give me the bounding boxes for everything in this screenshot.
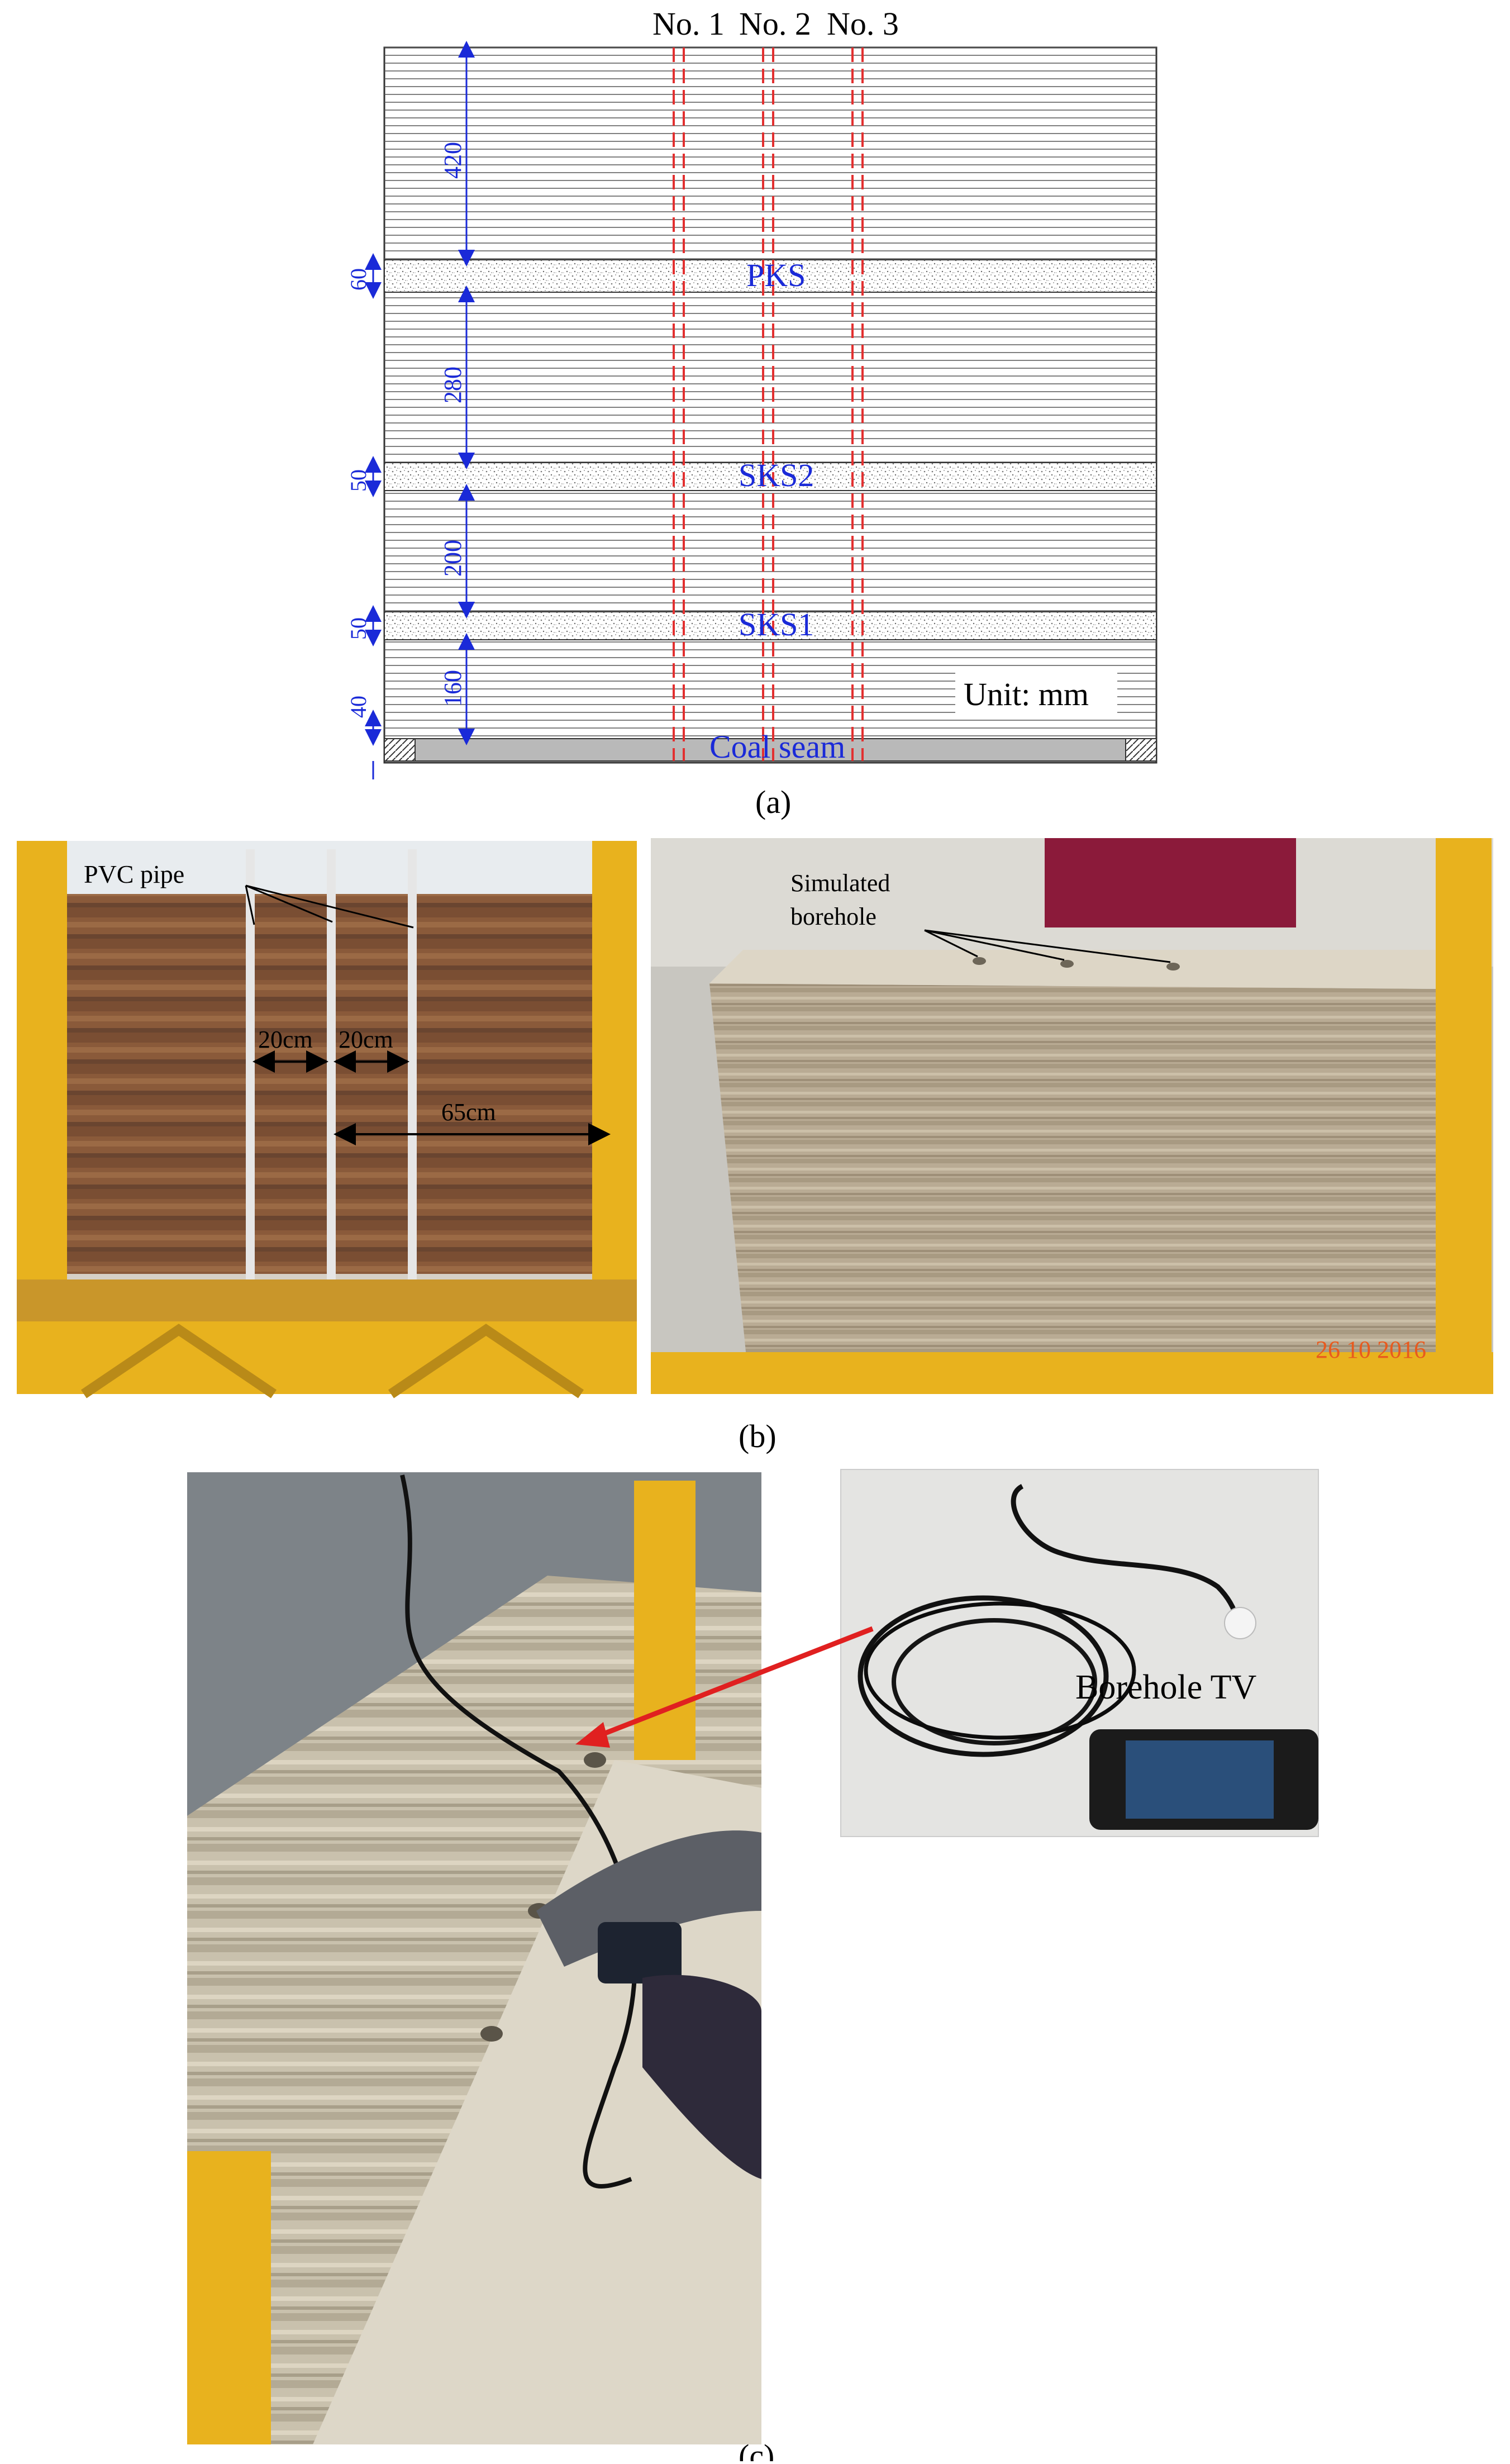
date-stamp: 26 10 2016 [1316,1336,1426,1363]
borehole-label-line-1: Simulated [790,869,890,897]
dim-value-50-upper: 50 [346,469,371,492]
unit-box [955,669,1117,715]
borehole-tv-label: Borehole TV [1075,1668,1257,1706]
borehole-label-2: No. 2 [739,6,811,42]
red-arrow-shaft [585,1626,874,1743]
dim-value-60: 60 [346,268,371,291]
frame-post-top [634,1481,696,1760]
dim-value-40: 40 [346,696,371,718]
operator-arm [536,1830,761,1967]
sks1-layer [384,611,1157,640]
spacing-label-2: 20cm [339,1026,393,1053]
pks-label: PKS [746,257,806,293]
pvc-pipe-1 [246,849,255,1279]
pvc-pipe-label: PVC pipe [84,860,184,888]
borehole-hole-3 [480,2026,503,2042]
photo-borehole-tv-device: Borehole TV [840,1469,1319,1837]
operator-body [642,1975,761,2179]
camera-probe-cable [1011,1483,1240,1621]
borehole-label-3: No. 3 [827,6,899,42]
coal-seam-label: Coal seam [709,729,845,765]
caption-b: (b) [739,1418,777,1454]
frame-base [651,1352,1493,1394]
smartphone-screen [1126,1740,1274,1819]
spacing-label-1: 20cm [258,1026,313,1053]
coal-seam-layer [384,738,1157,762]
frame-base-beam [17,1279,637,1321]
left-pillar-hatch [384,738,416,762]
camera-cable [400,1474,637,2189]
borehole-lines [673,47,864,761]
caption-a: (a) [755,784,791,820]
pvc-pipe-3 [408,849,417,1279]
dim-value-420: 420 [439,142,466,179]
panel-b-photos: PVC pipe 20cm 20cm 65cm [17,838,1493,1454]
borehole-hole-3 [1166,963,1180,971]
dim-value-280: 280 [439,367,466,403]
borehole-hole-2 [1060,960,1074,968]
borehole-hole-1 [973,957,986,965]
borehole-label-line-2: borehole [790,903,877,930]
cable-coil-3 [864,1601,1136,1740]
sks1-label: SKS1 [739,606,814,643]
sks2-label: SKS2 [739,457,814,493]
frame-truss [80,1324,584,1399]
dim-value-50-lower: 50 [346,617,371,640]
cable-coil-1 [858,1595,1109,1757]
borehole-label-1: No. 1 [652,6,725,42]
frame-base [17,1321,637,1394]
caption-c: (c) [739,2438,774,2461]
red-arrow-head [575,1722,610,1748]
pvc-pipe-2 [327,849,336,1279]
spacing-label-3: 65cm [441,1098,496,1126]
photo-simulated-boreholes: Simulated borehole 26 10 2016 [651,838,1493,1394]
unit-label: Unit: mm [964,676,1089,712]
camera-lens-light [1224,1607,1256,1639]
borehole-leader-lines [924,929,1171,963]
dim-value-160: 160 [439,670,466,707]
model-frame [383,46,1157,764]
photo-pvc-model: PVC pipe 20cm 20cm 65cm [17,841,637,1399]
pvc-leader-lines [245,884,414,929]
panel-c-photos: Borehole TV (c) [187,1469,1319,2464]
right-pillar-hatch [1125,738,1157,762]
dim-value-200: 200 [439,540,466,577]
photo-borehole-observation [187,1472,761,2444]
rock-model-top [709,950,1447,989]
dimension-arrows [365,41,475,779]
strata-block [67,894,609,1274]
frame-post-right [1436,838,1492,1394]
frame-post-bottom [187,2151,271,2444]
sks2-layer [384,462,1157,491]
phone-in-hand [598,1922,682,1983]
cable-coil-2 [892,1618,1097,1745]
pks-layer [384,259,1157,293]
background-cabinet [1045,838,1296,927]
rock-model-front [709,983,1441,1380]
borehole-hole-1 [584,1752,606,1768]
panel-a-schematic: Unit: mm No. 1 No. 2 No. 3 PKS SKS2 SKS1… [346,6,1157,820]
